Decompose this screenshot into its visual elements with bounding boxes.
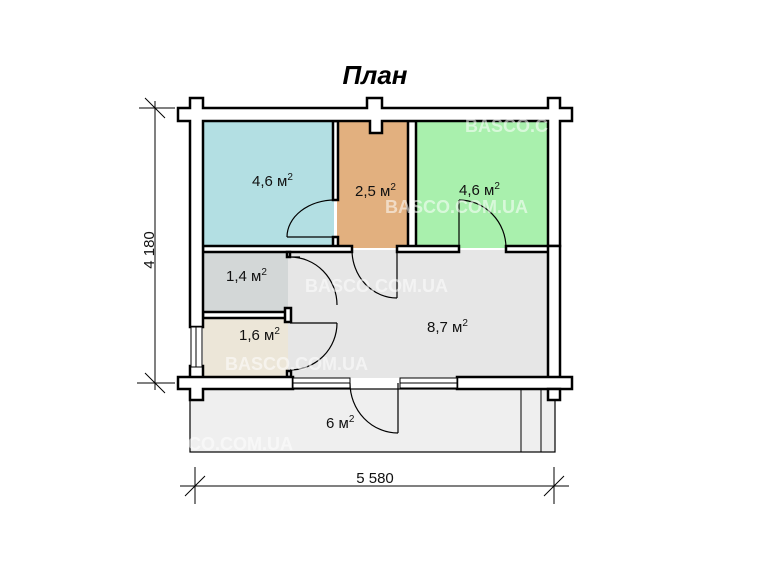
room-gray	[203, 252, 288, 312]
area-label: 4,6 м2	[252, 172, 293, 190]
door-orange	[351, 249, 398, 299]
watermark: BASCO.C BASCO.COM.UA BASCO.COM.UA BASCO.…	[188, 116, 548, 454]
area-label: 8,7 м2	[427, 318, 468, 336]
area-label: 1,6 м2	[239, 326, 280, 344]
door-entrance	[349, 382, 399, 434]
terrace	[189, 388, 556, 453]
svg-text:CO.COM.UA: CO.COM.UA	[188, 434, 293, 454]
dimension-vertical	[137, 97, 175, 394]
door-blue	[286, 199, 336, 238]
room-orange	[337, 121, 409, 248]
area-label: 6 м2	[326, 414, 355, 432]
area-label: 2,5 м2	[355, 182, 396, 200]
svg-text:BASCO.COM.UA: BASCO.COM.UA	[385, 197, 528, 217]
svg-text:BASCO.C: BASCO.C	[465, 116, 548, 136]
exterior-walls	[176, 96, 574, 402]
doors	[286, 199, 507, 434]
svg-text:BASCO.COM.UA: BASCO.COM.UA	[225, 354, 368, 374]
room-green	[417, 121, 549, 248]
area-label: 1,4 м2	[226, 267, 267, 285]
height-dimension: 4 180	[141, 231, 158, 269]
area-label: 4,6 м2	[459, 181, 500, 199]
door-green	[458, 199, 507, 249]
dimension-horizontal	[180, 467, 569, 504]
svg-text:BASCO.COM.UA: BASCO.COM.UA	[305, 276, 448, 296]
width-dimension: 5 580	[356, 470, 394, 487]
plan-title: План	[342, 60, 407, 90]
door-beige	[289, 322, 338, 371]
room-beige	[203, 318, 288, 378]
door-gray	[289, 256, 338, 306]
room-hall	[287, 250, 549, 378]
room-blue	[203, 121, 334, 246]
